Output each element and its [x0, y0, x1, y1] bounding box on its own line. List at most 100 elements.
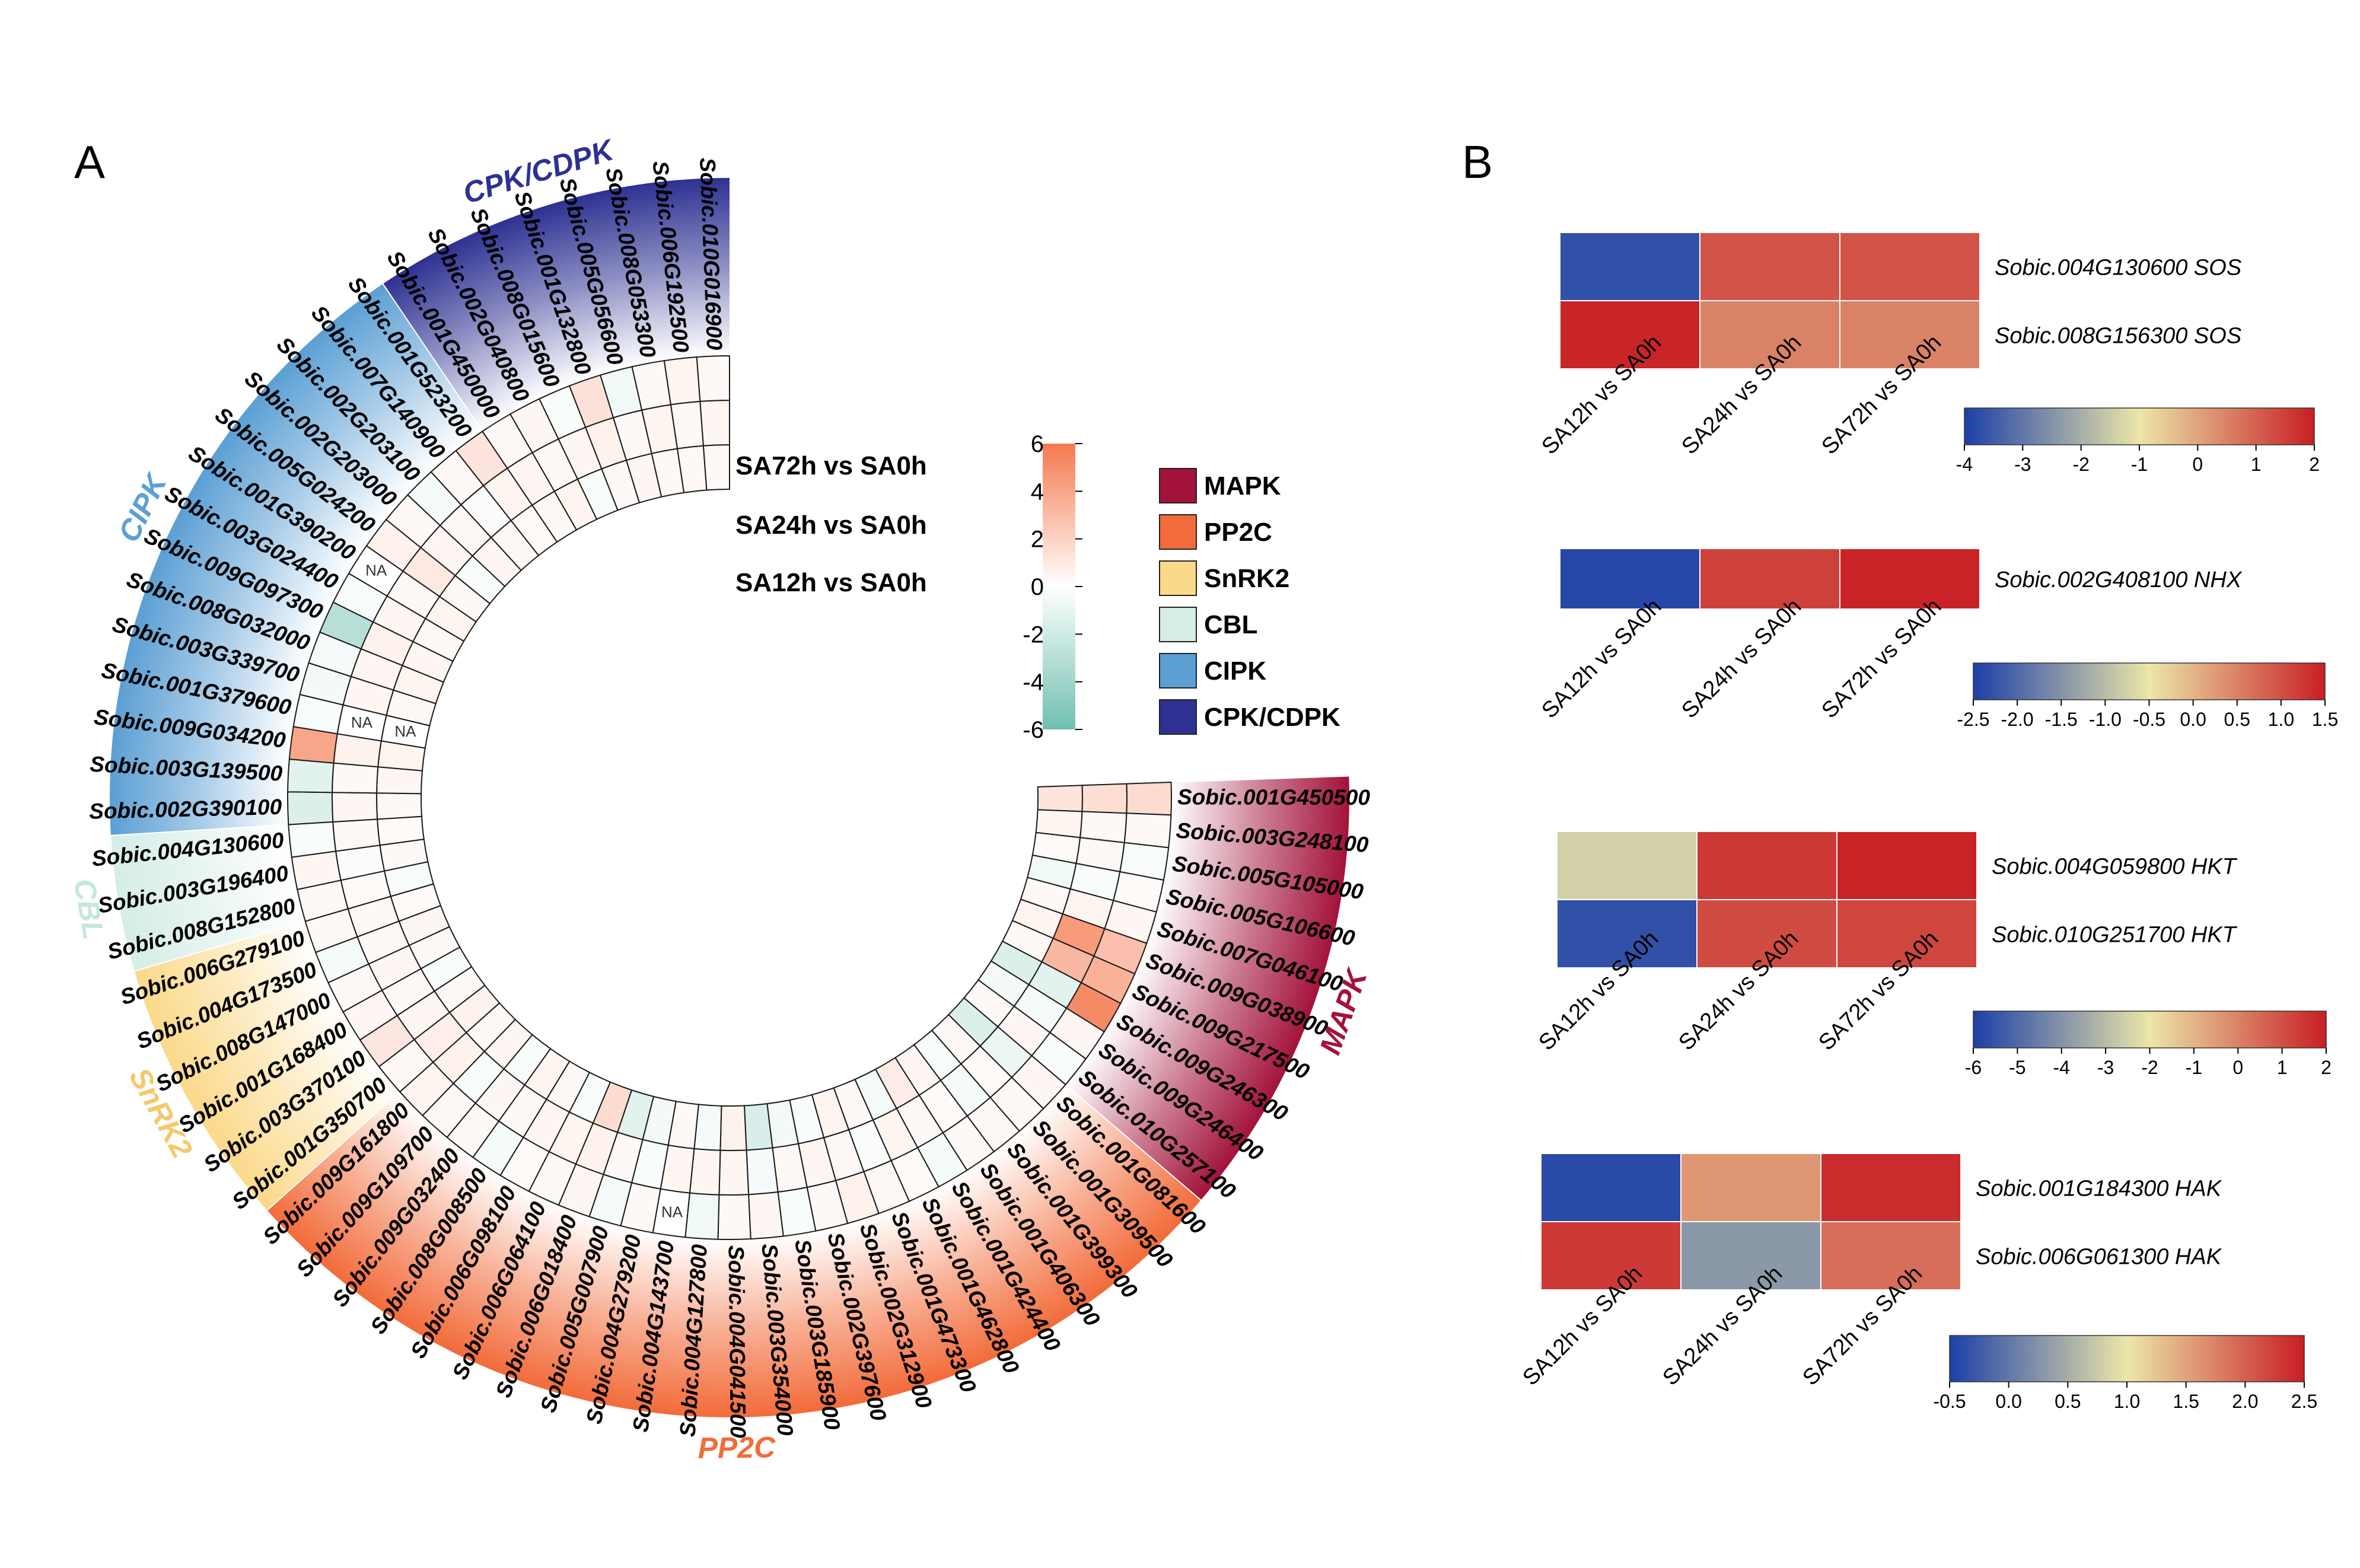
heatmap-3: Sobic.004G059800 HKT Sobic.010G251700 HKT…	[1534, 831, 2332, 1078]
legend-label: CPK/CDPK	[1204, 703, 1340, 732]
heatmap-row-label: Sobic.008G156300 SOS	[1995, 324, 2241, 349]
ring-cell	[684, 1192, 720, 1240]
ring-cell	[1126, 781, 1173, 816]
colorbar-tick-label: 2.5	[2291, 1391, 2317, 1412]
colorbar-tick-label: -4	[2053, 1057, 2070, 1078]
ring-cell	[696, 355, 730, 402]
ring-cell	[748, 1191, 784, 1240]
ring-cell	[287, 791, 334, 826]
colorbar-tick-label: 1.0	[2114, 1391, 2140, 1412]
colorbar-tick-label: -3	[2014, 454, 2031, 475]
heatmap-colorbar	[1973, 1011, 2327, 1048]
colorbar-tick-label: -2.0	[2001, 709, 2034, 730]
ring-cell	[288, 821, 337, 858]
na-label: NA	[661, 1203, 683, 1221]
ring-labels: SA72h vs SA0h SA24h vs SA0h SA12h vs SA0…	[735, 451, 927, 597]
legend-swatch	[1159, 699, 1197, 735]
colorbar-tick-label: -2	[2072, 454, 2089, 475]
heatmap-1: Sobic.004G130600 SOS Sobic.008G156300 SOS…	[1537, 232, 2320, 475]
ring-cell	[1081, 783, 1128, 814]
heatmap-col-label: SA72h vs SA0h	[1817, 594, 1946, 724]
ring-label-72h: SA72h vs SA0h	[735, 451, 927, 480]
colorbar-tick-label: -3	[2097, 1057, 2114, 1078]
heatmap-cell	[1836, 831, 1977, 900]
colorbar-tick-label: -1.5	[2045, 709, 2078, 730]
ring-cell	[718, 1149, 750, 1196]
ring-cell	[332, 818, 381, 852]
ring-cell	[332, 792, 378, 823]
colorbar-tick-label: 2.0	[2232, 1391, 2258, 1412]
colorbar-tick-label: 0.5	[2055, 1391, 2081, 1412]
ring-cell	[717, 1194, 751, 1240]
colorbar-tick-label: -5	[2009, 1057, 2025, 1078]
heatmap-cell	[1820, 1153, 1961, 1222]
panel-b-heatmaps: Sobic.004G130600 SOS Sobic.008G156300 SOS…	[1518, 232, 2338, 1412]
ring-cell	[699, 399, 730, 447]
colorbar-tick-label: 0.0	[2180, 709, 2206, 730]
legend-label: CIPK	[1204, 656, 1266, 686]
colorbar-tick-label: 1	[2277, 1057, 2288, 1078]
heatmap-cell	[1699, 232, 1840, 301]
colorbar-tick-label: -1.0	[2089, 709, 2122, 730]
family-band-mapk	[1065, 776, 1349, 1200]
colorbar-tick-label: -1	[2186, 1057, 2202, 1078]
colorbar-tick-label: 1.0	[2268, 709, 2294, 730]
ring-cell	[663, 356, 701, 406]
legend-swatch	[1159, 514, 1197, 550]
ring-cell	[376, 766, 423, 795]
heatmap-colorbar	[1973, 662, 2326, 700]
na-label: NA	[351, 713, 373, 731]
legend-swatch	[1159, 653, 1197, 689]
family-bands	[109, 178, 1349, 1417]
legend-label: PP2C	[1204, 518, 1272, 547]
family-label: CBL	[68, 877, 111, 942]
colorbar-tick-label: 0	[1031, 574, 1044, 600]
circular-colorbar-bar	[1043, 444, 1075, 729]
ring-cell	[689, 1148, 721, 1196]
heatmap-cell	[1559, 232, 1700, 301]
heatmap-cell	[1699, 300, 1840, 369]
band-separator	[134, 920, 306, 972]
panel-label-b: B	[1462, 136, 1493, 188]
heatmap-cell	[1680, 1153, 1821, 1222]
legend-label: SnRK2	[1204, 564, 1289, 593]
band-separator	[382, 283, 483, 432]
heatmap-cell	[1680, 1221, 1821, 1290]
colorbar-tick-label: -4	[1956, 454, 1973, 475]
heatmap-cell	[1820, 1221, 1961, 1290]
band-separator	[266, 1091, 400, 1211]
heatmap-row-label: Sobic.004G130600 SOS	[1995, 256, 2241, 281]
gene-label: Sobic.004G041500	[724, 1245, 750, 1439]
ring-label-12h: SA12h vs SA0h	[735, 568, 927, 597]
colorbar-tick-label: 6	[1031, 431, 1044, 457]
colorbar-tick-label: 0.5	[2224, 709, 2250, 730]
heatmap-cell	[1696, 899, 1837, 968]
legend-label: MAPK	[1204, 471, 1281, 501]
family-band-pp2c	[267, 1084, 1201, 1417]
gene-label: Sobic.002G390100	[89, 795, 282, 824]
heatmap-colorbar	[1949, 1335, 2305, 1382]
heatmap-cell	[1540, 1221, 1681, 1290]
colorbar-tick-label: -1	[2131, 454, 2148, 475]
heatmap-colorbar	[1964, 407, 2315, 445]
band-separator	[1065, 1084, 1202, 1201]
heatmap-row-label: Sobic.010G251700 HKT	[1992, 923, 2238, 948]
gene-labels: Sobic.001G450500Sobic.003G248100Sobic.00…	[89, 157, 1371, 1439]
heatmap-cell	[1556, 831, 1697, 900]
colorbar-tick-label: 2	[2321, 1057, 2332, 1078]
ring-cell	[287, 758, 335, 793]
family-band-cbl	[110, 824, 305, 971]
colorbar-tick-label: -6	[1023, 717, 1044, 743]
colorbar-tick-label: 1	[2251, 454, 2262, 475]
heatmap-cell	[1839, 232, 1980, 301]
colorbar-tick-label: 0	[2192, 454, 2203, 475]
heatmap-row-label: Sobic.004G059800 HKT	[1992, 855, 2238, 879]
band-separator	[1171, 775, 1349, 783]
colorbar-tick-label: -2	[1023, 622, 1044, 648]
ring-cell	[1123, 812, 1172, 849]
legend-swatch	[1159, 560, 1197, 596]
heatmap-cell	[1696, 831, 1837, 900]
